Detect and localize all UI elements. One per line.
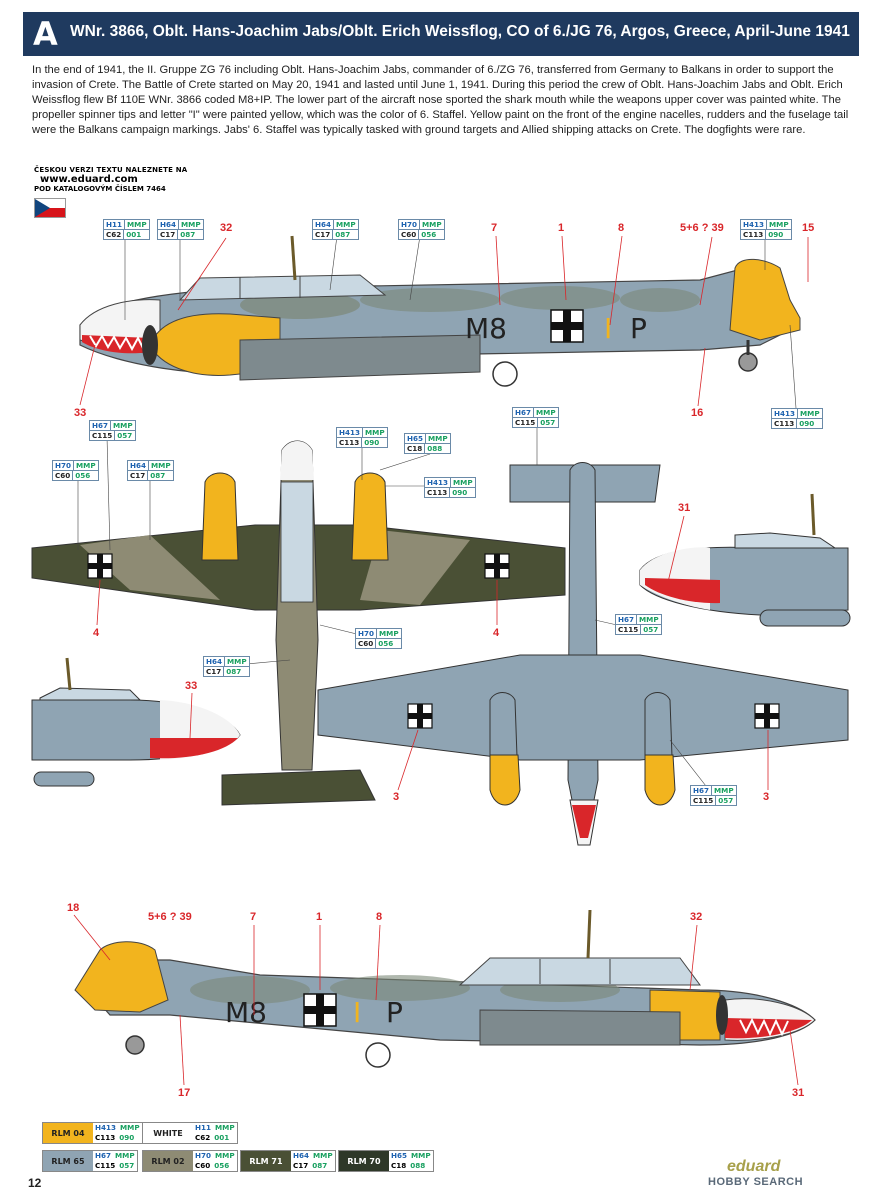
callout-16: 16: [691, 407, 704, 419]
callout-3-left: 3: [393, 791, 400, 803]
legend-swatch: RLM 04: [43, 1123, 93, 1143]
callout-4-right: 4: [493, 627, 500, 639]
callout-1-lower: 1: [316, 911, 323, 923]
czech-note-line3: POD KATALOGOVÝM ČÍSLEM 7464: [34, 185, 166, 193]
legend-swatch: RLM 70: [339, 1151, 389, 1171]
czech-note: ČESKOU VERZI TEXTU NALEZNETE NA www.edua…: [34, 166, 214, 193]
side-code-i-right: I: [353, 996, 361, 1029]
watermark: HOBBY SEARCH: [708, 1176, 804, 1188]
paint-leader-lines: [77, 235, 797, 796]
page-number: 12: [28, 1176, 42, 1190]
callout-7-lower: 7: [250, 911, 257, 923]
description-text: In the end of 1941, the II. Gruppe ZG 76…: [32, 64, 849, 137]
legend-swatch: WHITE: [143, 1123, 193, 1143]
side-code-i: I: [604, 312, 612, 345]
callout-32-lower: 32: [690, 911, 703, 923]
profile-letter: A: [33, 15, 58, 53]
callout-5-6-39: 5+6 ? 39: [680, 222, 724, 234]
czech-note-url: www.eduard.com: [40, 174, 138, 185]
callout-32: 32: [220, 222, 233, 234]
callout-3-right: 3: [763, 791, 770, 803]
callout-33-lower: 33: [185, 680, 198, 692]
top-plan-view: [31, 440, 566, 806]
callout-15: 15: [802, 222, 815, 234]
callout-31: 31: [678, 502, 691, 514]
nose-detail-left: [31, 657, 241, 787]
right-side-profile: [74, 909, 816, 1068]
callout-4-left: 4: [93, 627, 100, 639]
legend-swatch: RLM 71: [241, 1151, 291, 1171]
callout-7: 7: [491, 222, 498, 234]
callout-33: 33: [74, 407, 87, 419]
callout-5-6-39-lower: 5+6 ? 39: [148, 911, 192, 923]
leader-lines: [73, 235, 809, 1086]
czech-note-line1: ČESKOU VERZI TEXTU NALEZNETE NA: [34, 166, 188, 174]
callout-18: 18: [67, 902, 80, 914]
side-code-m8: M8: [465, 312, 507, 345]
page-title: WNr. 3866, Oblt. Hans-Joachim Jabs/Oblt.…: [70, 23, 850, 40]
callout-31-lower: 31: [792, 1087, 805, 1099]
page-header: A WNr. 3866, Oblt. Hans-Joachim Jabs/Obl…: [23, 12, 859, 56]
underside-view: [317, 462, 849, 846]
legend-swatch: RLM 02: [143, 1151, 193, 1171]
side-code-m8-right: M8: [225, 996, 267, 1029]
left-side-profile: [79, 235, 801, 387]
callout-17: 17: [178, 1087, 191, 1099]
legend-swatch: RLM 65: [43, 1151, 93, 1171]
side-code-p-right: P: [386, 996, 403, 1029]
czech-flag-icon: [34, 198, 66, 218]
nose-detail-right: [639, 493, 851, 627]
callout-8: 8: [618, 222, 625, 234]
callout-1: 1: [558, 222, 565, 234]
side-code-p: P: [630, 312, 647, 345]
callout-8-lower: 8: [376, 911, 383, 923]
brand-logo: eduard: [727, 1158, 781, 1175]
